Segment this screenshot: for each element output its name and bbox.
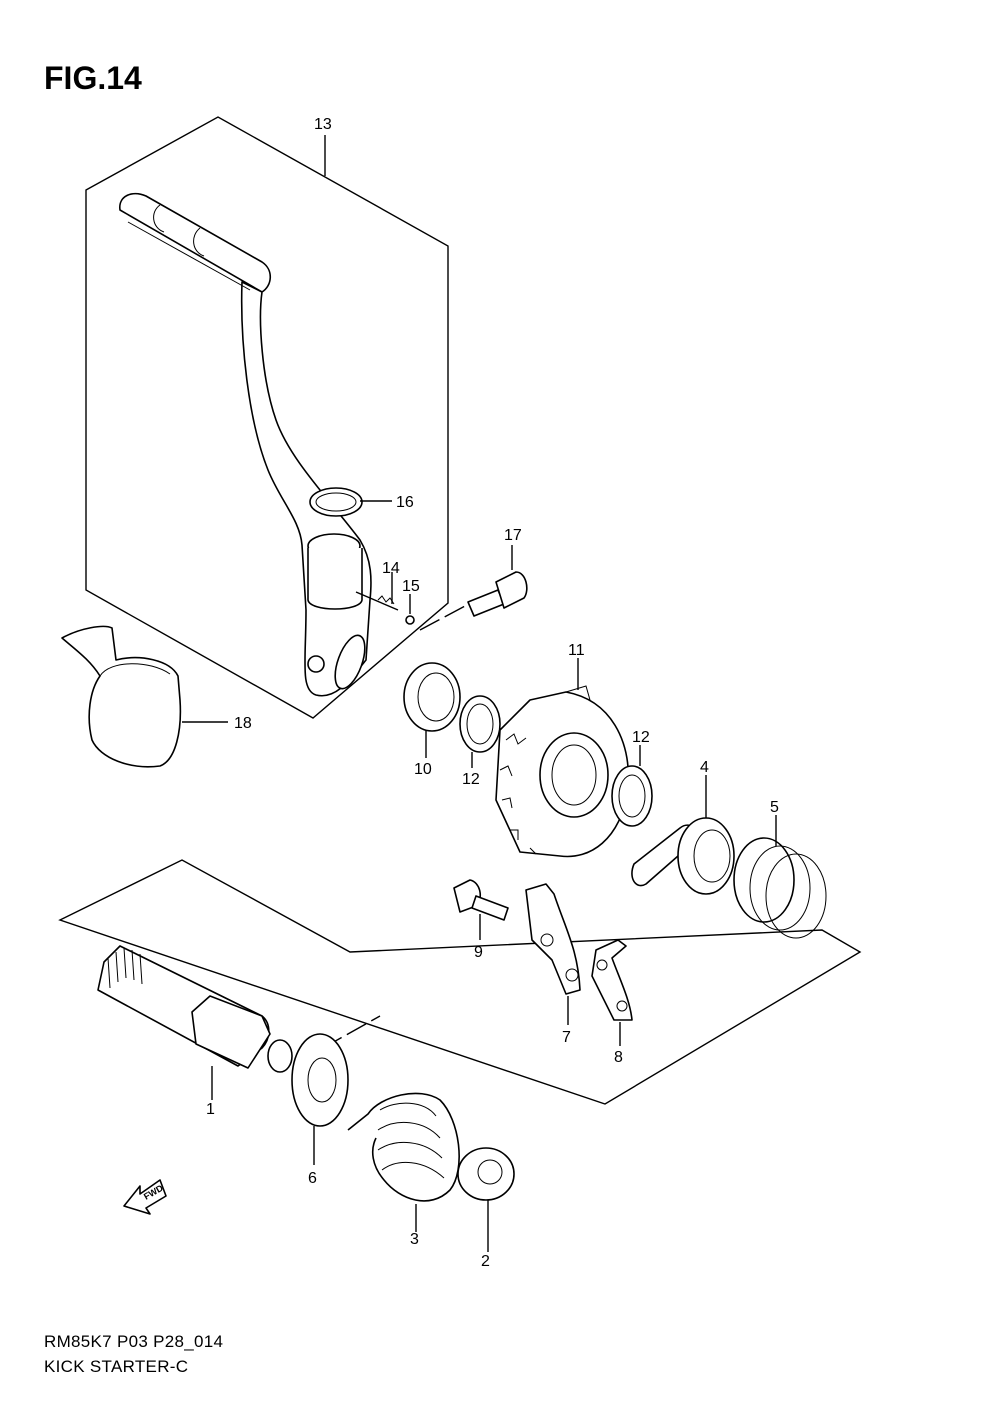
callout-5: 5: [770, 799, 779, 816]
callout-9: 9: [474, 944, 483, 961]
stopper-bolt: [453, 879, 509, 921]
ratchet-spring: [733, 837, 827, 939]
kick-lever: [119, 192, 372, 697]
callout-12-right: 12: [632, 729, 650, 746]
callout-7: 7: [562, 1029, 571, 1046]
axis-line-upper: [419, 605, 466, 631]
section-name: KICK STARTER-C: [44, 1357, 189, 1376]
ratchet-gear: [495, 685, 630, 858]
callout-6: 6: [308, 1170, 317, 1187]
fwd-arrow-icon: FWD: [123, 1179, 167, 1215]
washer-left: [459, 695, 501, 753]
callout-14: 14: [382, 560, 400, 577]
callout-3: 3: [410, 1231, 419, 1248]
callout-10: 10: [414, 761, 432, 778]
lever-group-box: [85, 116, 449, 719]
oil-seal: [403, 662, 461, 732]
callout-12-left: 12: [462, 771, 480, 788]
callout-8: 8: [614, 1049, 623, 1066]
circlip: [309, 487, 363, 517]
ratchet-guide: [631, 817, 735, 895]
steel-ball: [405, 615, 415, 625]
figure-title: FIG.14: [44, 60, 142, 96]
lock-plate: [591, 939, 633, 1021]
kick-shaft: [97, 945, 293, 1073]
callout-13: 13: [314, 116, 332, 133]
stopper-plate: [525, 883, 581, 995]
shaft-group-box: [58, 859, 862, 1105]
callout-18: 18: [234, 715, 252, 732]
rubber-cover: [61, 625, 182, 768]
callout-16: 16: [396, 494, 414, 511]
washer-right: [611, 765, 653, 827]
callout-1: 1: [206, 1101, 215, 1118]
callout-11: 11: [568, 642, 585, 659]
callout-17: 17: [504, 527, 522, 544]
kick-spring: [347, 1092, 460, 1202]
callout-15: 15: [402, 578, 420, 595]
thrust-washer: [291, 1033, 349, 1127]
model-code: RM85K7 P03 P28_014: [44, 1332, 224, 1351]
callout-4: 4: [700, 759, 709, 776]
callout-2: 2: [481, 1253, 490, 1270]
lever-bolt: [467, 571, 528, 617]
spring-guide: [457, 1147, 515, 1201]
